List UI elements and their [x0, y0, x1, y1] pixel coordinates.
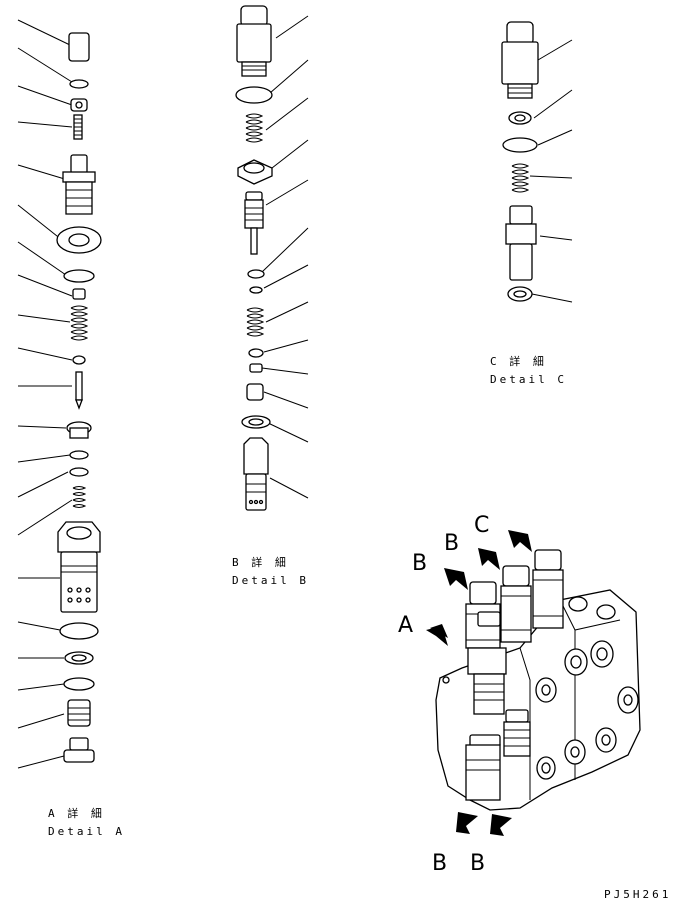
detail-a-parts	[56, 32, 102, 763]
valve-cartridges	[465, 549, 564, 801]
arrow-b-mid	[478, 548, 500, 570]
detail-a-group: A 詳 細 Detail A	[17, 19, 125, 838]
detail-c-caption-en: Detail C	[490, 373, 567, 386]
arrow-bottom-right	[490, 814, 512, 836]
detail-a-caption-jp: A 詳 細	[48, 806, 105, 820]
arrow-bottom-left	[456, 812, 478, 834]
detail-a-caption-en: Detail A	[48, 825, 125, 838]
arrow-c	[508, 530, 532, 552]
detail-c-parts	[501, 21, 539, 302]
callout-arrows	[426, 530, 532, 836]
callout-label-b1: B	[412, 551, 427, 576]
detail-b-caption-jp: B 詳 細	[232, 555, 289, 569]
callout-label-c: C	[474, 513, 489, 538]
callout-label-a: A	[398, 613, 413, 638]
callout-label-b2: B	[444, 531, 459, 556]
valve-assembly-overview: A B B C B B	[398, 513, 641, 876]
detail-b-leader-lines	[261, 15, 309, 499]
detail-b-group: B 詳 細 Detail B	[232, 5, 309, 587]
detail-c-leader-lines	[529, 39, 573, 303]
callout-label-b-bottom-right: B	[470, 851, 485, 876]
arrow-b-left	[444, 568, 468, 590]
detail-b-parts	[235, 5, 273, 511]
detail-a-leader-lines	[17, 19, 73, 769]
detail-c-group: C 詳 細 Detail C	[490, 21, 573, 386]
callout-label-b-bottom-left: B	[432, 851, 447, 876]
detail-b-caption-en: Detail B	[232, 574, 309, 587]
drawing-code: PJ5H261	[604, 888, 671, 901]
valve-ports	[442, 596, 639, 780]
detail-c-caption-jp: C 詳 細	[490, 354, 547, 368]
